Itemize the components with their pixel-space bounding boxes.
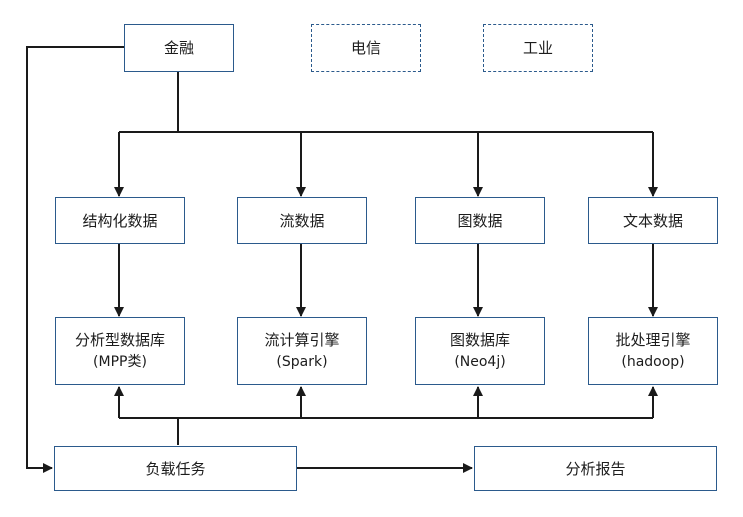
- analytic-db-box: 分析型数据库 (MPP类): [55, 317, 185, 385]
- telecom-box: 电信: [311, 24, 421, 72]
- stream-engine-label: 流计算引擎: [264, 331, 340, 349]
- graph-data-label: 图数据: [457, 211, 503, 230]
- finance-box: 金融: [124, 24, 234, 72]
- text-data-box: 文本数据: [588, 197, 718, 244]
- stream-engine-sublabel: (Spark): [276, 354, 328, 370]
- report-label: 分析报告: [565, 459, 626, 478]
- structured-data-box: 结构化数据: [55, 197, 185, 244]
- finance-label: 金融: [163, 39, 194, 57]
- graph-db-label: 图数据库: [449, 331, 510, 349]
- batch-engine-label: 批处理引擎: [615, 331, 691, 349]
- batch-engine-sublabel: (hadoop): [621, 354, 685, 370]
- industry-label: 工业: [522, 39, 553, 57]
- graph-db-sublabel: (Neo4j): [454, 354, 506, 370]
- workload-box: 负载任务: [54, 446, 297, 491]
- structured-data-label: 结构化数据: [82, 211, 158, 230]
- report-box: 分析报告: [474, 446, 717, 491]
- graph-data-box: 图数据: [415, 197, 545, 244]
- stream-data-label: 流数据: [279, 211, 325, 230]
- stream-engine-box: 流计算引擎 (Spark): [237, 317, 367, 385]
- text-data-label: 文本数据: [622, 211, 683, 230]
- analytic-db-label: 分析型数据库: [74, 331, 165, 349]
- stream-data-box: 流数据: [237, 197, 367, 244]
- batch-engine-box: 批处理引擎 (hadoop): [588, 317, 718, 385]
- analytic-db-sublabel: (MPP类): [93, 354, 147, 370]
- arrow-finance-to-workload: [26, 46, 124, 473]
- industry-box: 工业: [483, 24, 593, 72]
- workload-label: 负载任务: [145, 459, 206, 478]
- telecom-label: 电信: [350, 39, 381, 57]
- graph-db-box: 图数据库 (Neo4j): [415, 317, 545, 385]
